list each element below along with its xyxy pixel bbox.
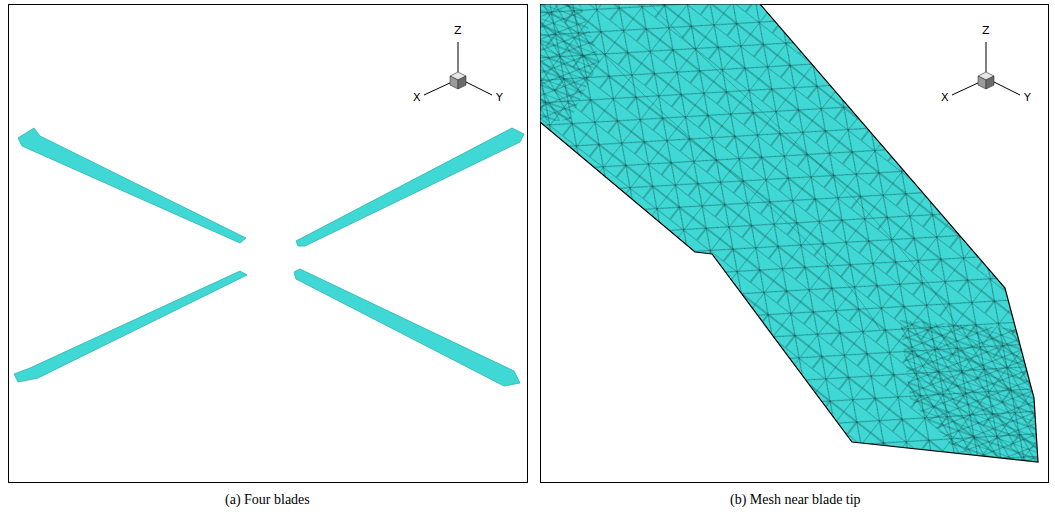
subfigure-caption: (b) Mesh near blade tip <box>730 493 861 507</box>
panel-frame <box>541 5 1049 483</box>
axis-label: Z <box>982 25 990 36</box>
axis-cube <box>450 72 994 89</box>
panel-frame <box>9 5 528 483</box>
axis-label: X <box>413 92 421 103</box>
axis-label: Y <box>496 92 503 103</box>
rotor-blades <box>14 128 524 386</box>
axis-label: X <box>941 92 949 103</box>
subfigure-caption: (a) Four blades <box>225 493 310 507</box>
axis-label: Y <box>1024 92 1031 103</box>
axis-triad <box>424 42 1020 95</box>
axis-label: Z <box>454 25 462 36</box>
blade-mesh <box>540 4 1049 482</box>
